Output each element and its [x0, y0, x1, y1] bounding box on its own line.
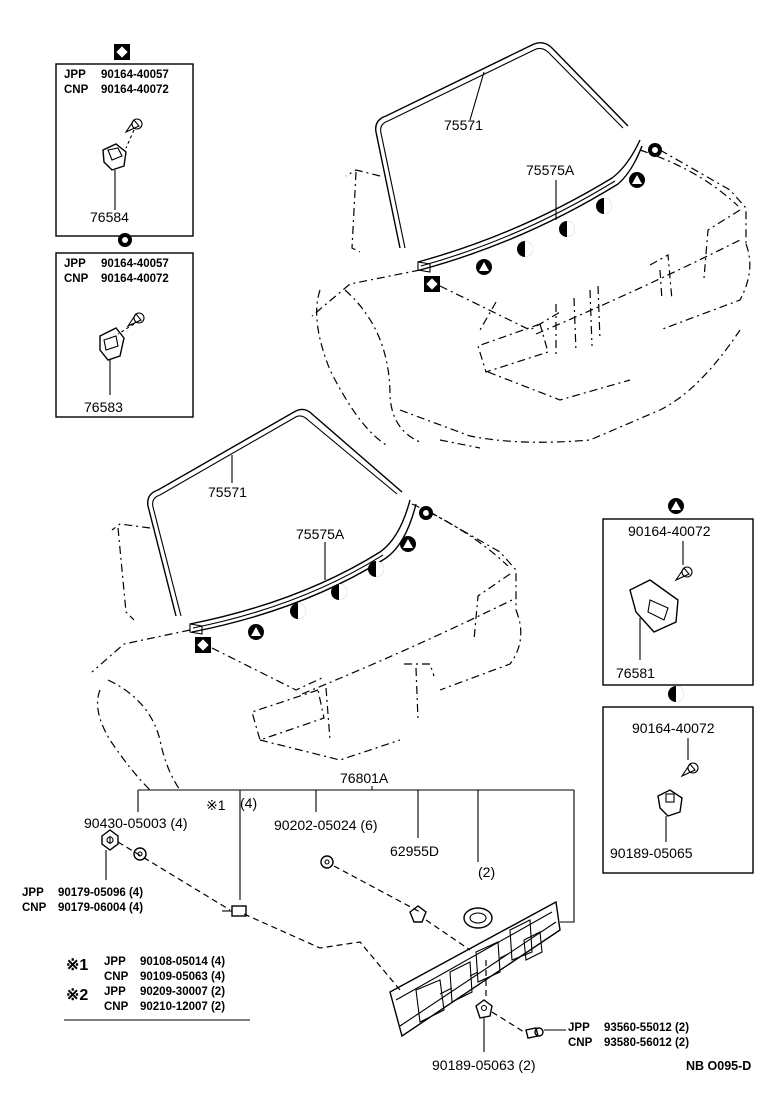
clip-icon — [102, 143, 127, 171]
washer-icon — [133, 847, 147, 861]
note1-qty: (4) — [240, 795, 257, 811]
inset-diamond-cnp-label: CNP — [64, 84, 89, 96]
bolt-icon — [222, 905, 247, 917]
screw-icon — [674, 566, 693, 582]
plug-qty-label: (2) — [478, 864, 495, 880]
nut-icon — [657, 789, 683, 817]
note2-jpp-part: 90209-30007 (2) — [140, 986, 225, 998]
inset-half-part: 90189-05065 — [610, 845, 693, 861]
left-jpp-label: JPP — [22, 887, 44, 899]
inset-circle-jpp-label: JPP — [64, 258, 86, 270]
washer-label: 90202-05024 (6) — [274, 817, 378, 833]
garnish-assembly: 76801A ※1 (4) 90430-05003 (4) 90202-0502… — [22, 770, 689, 1073]
diagram-code: NB O095-D — [686, 1059, 751, 1073]
screw-icon — [680, 762, 699, 778]
right-cnp-part: 93580-56012 (2) — [604, 1037, 689, 1049]
notes: ※1 JPP 90108-05014 (4) CNP 90109-05063 (… — [64, 956, 250, 1021]
upper-car-view: 75571 75575A — [311, 41, 751, 449]
washer-icon — [320, 855, 334, 869]
note2-cnp-part: 90210-12007 (2) — [140, 1001, 225, 1013]
nut-icon — [475, 999, 493, 1019]
lower-molding-label: 75571 — [208, 484, 247, 500]
clip-label: 62955D — [390, 843, 439, 859]
note1-cnp-label: CNP — [104, 971, 129, 983]
clip-icon — [99, 327, 125, 361]
lower-car-view: 75571 75575A — [91, 408, 522, 791]
inset-circle-cnp-part: 90164-40072 — [101, 273, 169, 285]
upper-weatherstrip-label: 75575A — [526, 162, 575, 178]
inset-diamond-part: 76584 — [90, 209, 129, 225]
inset-diamond-jpp-label: JPP — [64, 69, 86, 81]
inset-diamond-cnp-part: 90164-40072 — [101, 84, 169, 96]
inset-triangle: 90164-40072 76581 — [602, 498, 754, 686]
inset-triangle-part: 76581 — [616, 665, 655, 681]
screw-icon — [126, 312, 145, 328]
inset-triangle-screw: 90164-40072 — [628, 523, 711, 539]
inset-diamond-jpp-part: 90164-40057 — [101, 69, 169, 81]
inset-circle-jpp-part: 90164-40057 — [101, 258, 169, 270]
plug-icon — [463, 907, 493, 929]
right-jpp-part: 93560-55012 (2) — [604, 1022, 689, 1034]
inset-half-circle: 90164-40072 90189-05065 — [602, 686, 754, 874]
nut-icon — [101, 829, 119, 851]
garnish-assembly-label: 76801A — [340, 770, 389, 786]
left-cnp-label: CNP — [22, 902, 47, 914]
note2-mark-legend: ※2 — [66, 987, 88, 1004]
note1-jpp-label: JPP — [104, 956, 126, 968]
note1-mark: ※1 — [206, 797, 226, 813]
clip-icon — [629, 579, 679, 633]
note1-cnp-part: 90109-05063 (4) — [140, 971, 225, 983]
inset-diamond: JPP 90164-40057 CNP 90164-40072 76584 — [55, 44, 194, 237]
left-cnp-part: 90179-06004 (4) — [58, 902, 143, 914]
nut-label: 90430-05003 (4) — [84, 815, 188, 831]
note2-cnp-label: CNP — [104, 1001, 129, 1013]
garnish-panel — [389, 900, 561, 1038]
left-jpp-part: 90179-05096 (4) — [58, 887, 143, 899]
inset-circle-cnp-label: CNP — [64, 273, 89, 285]
note2-jpp-label: JPP — [104, 986, 126, 998]
right-jpp-label: JPP — [568, 1022, 590, 1034]
inset-circle-part: 76583 — [84, 399, 123, 415]
right-cnp-label: CNP — [568, 1037, 593, 1049]
screw-icon — [124, 118, 143, 134]
inset-circle-dot: JPP 90164-40057 CNP 90164-40072 76583 — [55, 233, 194, 418]
screw-icon — [525, 1027, 544, 1039]
bottom-nut-label: 90189-05063 (2) — [432, 1057, 536, 1073]
note1-jpp-part: 90108-05014 (4) — [140, 956, 225, 968]
note1-mark-legend: ※1 — [66, 957, 88, 974]
clip-fastener-icon — [409, 905, 427, 923]
upper-molding-label: 75571 — [444, 117, 483, 133]
lower-weatherstrip-label: 75575A — [296, 526, 345, 542]
inset-half-screw: 90164-40072 — [632, 720, 715, 736]
